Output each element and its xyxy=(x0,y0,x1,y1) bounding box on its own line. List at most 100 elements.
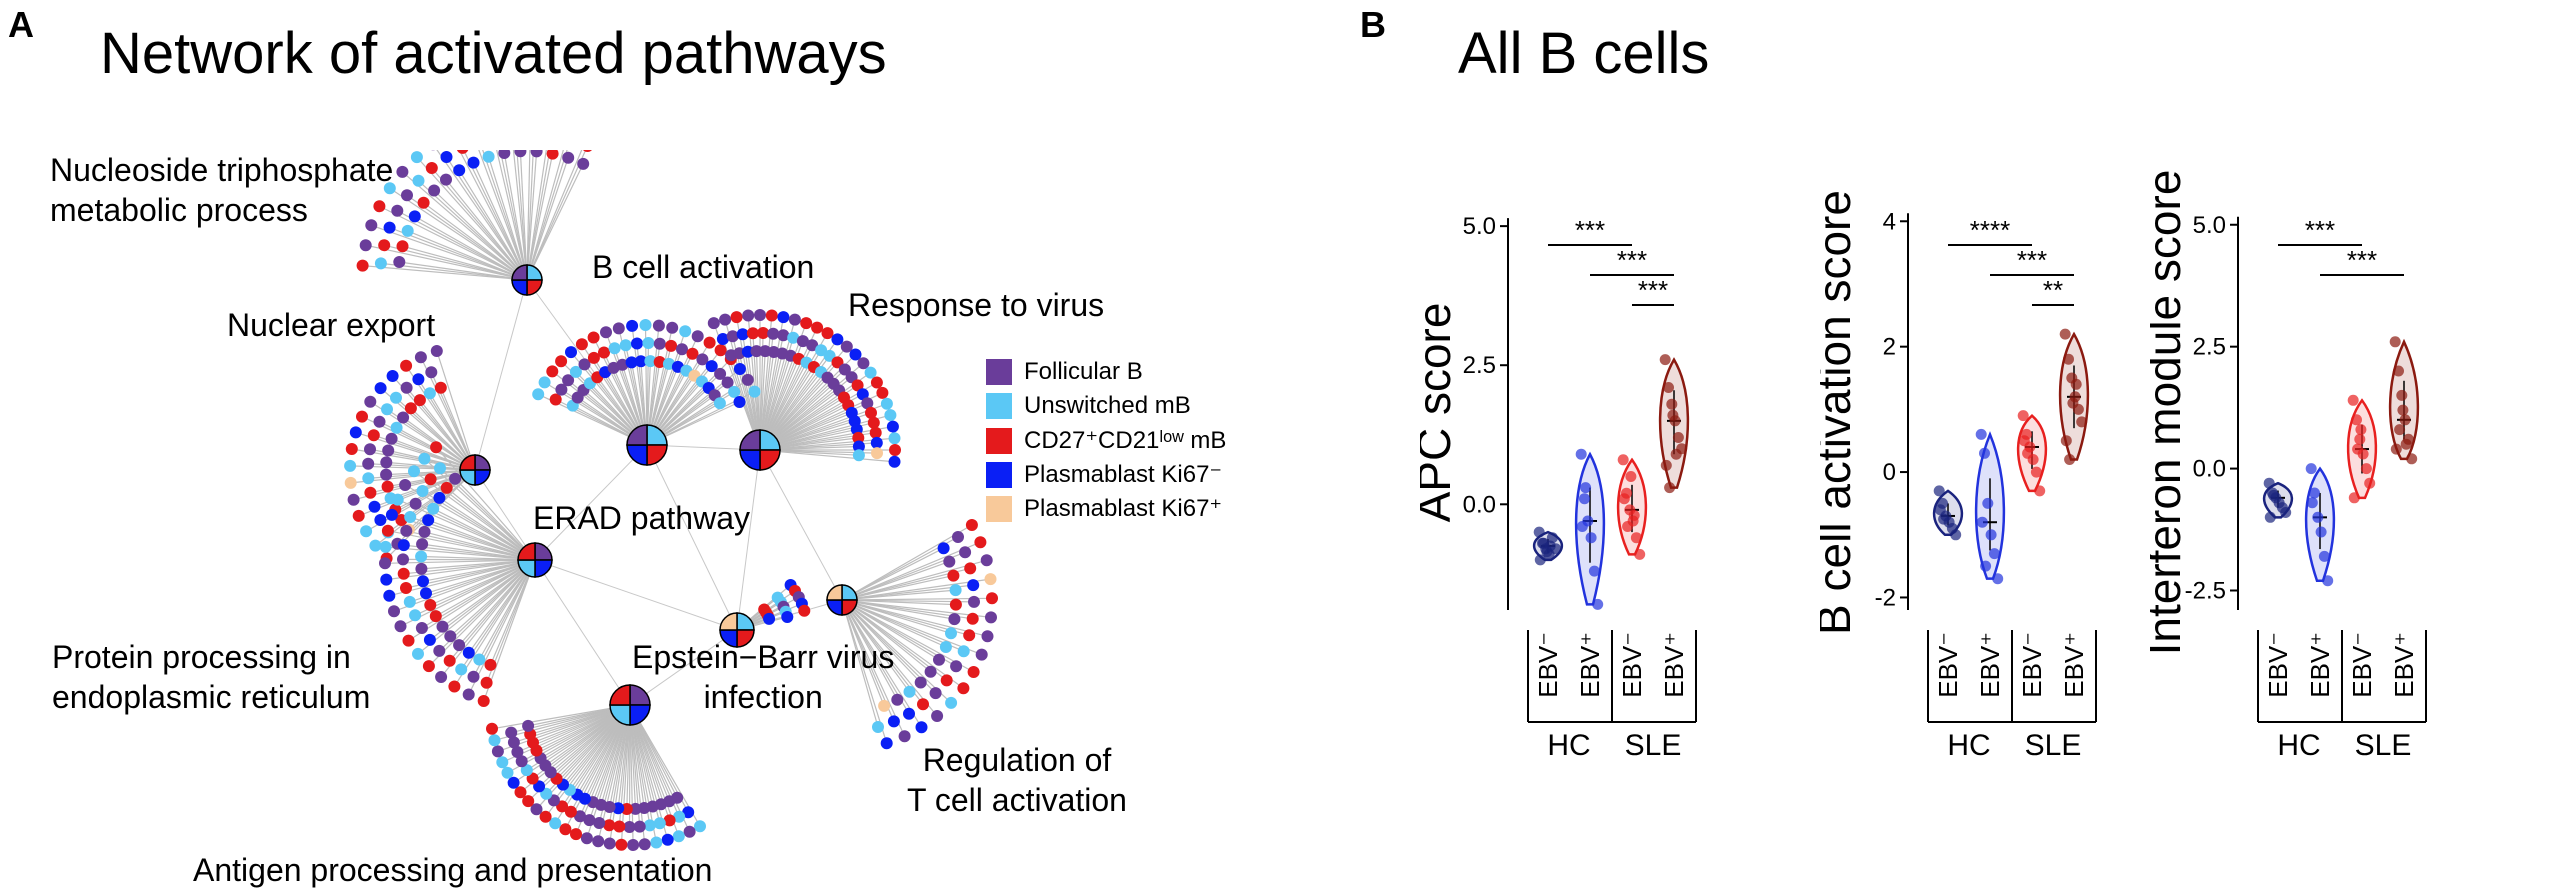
gene-node xyxy=(965,519,978,531)
network-edge xyxy=(841,589,956,601)
significance-label: *** xyxy=(2017,245,2047,275)
y-tick-label: 4 xyxy=(1883,208,1896,235)
gene-node xyxy=(403,595,416,608)
data-point xyxy=(1975,428,1987,440)
network-edge xyxy=(435,559,536,617)
network-edge xyxy=(841,599,952,634)
cohort-label: SLE xyxy=(2355,729,2412,762)
x-group-label: EBV⁻ xyxy=(2017,632,2047,698)
data-point xyxy=(2264,511,2276,523)
gene-node xyxy=(412,174,425,187)
cohort-label: SLE xyxy=(2025,729,2082,762)
gene-node xyxy=(409,497,422,510)
legend-item-unswitched-mb: Unswitched mB xyxy=(986,392,1191,420)
gene-node xyxy=(643,819,656,832)
gene-node xyxy=(345,443,358,455)
gene-node xyxy=(391,493,404,506)
gene-node xyxy=(691,330,704,343)
network-edge xyxy=(841,599,898,700)
network-edge xyxy=(432,508,536,561)
gene-node xyxy=(943,555,956,568)
network-edge xyxy=(841,524,973,601)
gene-node xyxy=(352,509,365,522)
network-edge xyxy=(841,547,944,601)
gene-node xyxy=(638,802,651,814)
gene-node xyxy=(425,366,438,379)
hub-link xyxy=(534,444,648,561)
network-edge xyxy=(393,559,536,612)
gene-node xyxy=(949,598,962,611)
gene-node xyxy=(368,500,381,513)
network-edge xyxy=(478,150,528,281)
gene-node xyxy=(665,339,678,352)
hub-wedge xyxy=(526,264,543,281)
gene-node xyxy=(939,641,952,653)
gene-node xyxy=(603,837,616,850)
data-point xyxy=(1988,548,2000,560)
hub-wedge xyxy=(841,584,858,601)
gene-node xyxy=(898,730,911,743)
network-edge xyxy=(389,227,528,281)
data-point xyxy=(1628,509,1640,521)
network-edge xyxy=(841,599,885,707)
data-point xyxy=(1592,598,1604,610)
gene-node xyxy=(380,573,393,586)
gene-node xyxy=(555,355,568,368)
gene-node xyxy=(546,365,559,378)
violin-plot-bcell-activation: B cell activation score420-2EBV⁻EBV⁺EBV⁻… xyxy=(1820,190,2097,762)
hub-wedge xyxy=(646,444,668,466)
gene-node xyxy=(444,630,457,643)
gene-node xyxy=(530,150,543,158)
gene-node xyxy=(870,376,883,389)
network-edge xyxy=(371,224,528,281)
gene-node xyxy=(653,817,666,830)
gene-node xyxy=(415,562,428,575)
network-edge xyxy=(526,150,564,281)
data-point xyxy=(1950,529,1962,541)
data-point xyxy=(1625,471,1637,482)
gene-node xyxy=(686,347,699,360)
network-edge xyxy=(575,704,631,835)
gene-node xyxy=(788,313,801,326)
gene-node xyxy=(511,746,524,758)
gene-node xyxy=(505,726,518,739)
network-edge xyxy=(423,202,528,281)
gene-node xyxy=(741,345,754,358)
hub-link xyxy=(474,469,536,561)
gene-node xyxy=(650,836,663,849)
gene-node xyxy=(937,542,950,555)
gene-node xyxy=(498,150,511,159)
gene-node xyxy=(418,525,431,538)
gene-node xyxy=(733,396,746,408)
gene-node xyxy=(394,620,407,633)
gene-node xyxy=(593,817,606,829)
network-edge xyxy=(841,599,988,637)
gene-node xyxy=(849,348,862,361)
gene-node xyxy=(424,473,437,486)
data-point xyxy=(2389,336,2401,348)
data-point xyxy=(2076,416,2088,428)
pathway-network xyxy=(344,150,998,851)
network-edge xyxy=(759,449,895,463)
network-edge xyxy=(406,194,528,281)
gene-node xyxy=(390,391,402,404)
gene-node xyxy=(903,685,916,698)
gene-node xyxy=(410,151,423,164)
gene-node xyxy=(889,444,901,456)
gene-node xyxy=(562,374,575,387)
y-tick-label: 0.0 xyxy=(1463,491,1496,518)
data-point xyxy=(1618,493,1630,505)
data-point xyxy=(1617,454,1629,466)
gene-node xyxy=(549,393,562,406)
gene-node xyxy=(940,674,953,687)
gene-node xyxy=(806,339,819,352)
network-edge xyxy=(391,514,536,561)
pathway-hub-bcell xyxy=(626,424,668,466)
network-edge xyxy=(609,704,631,844)
gene-node xyxy=(811,321,824,334)
data-point xyxy=(1666,398,1678,410)
gene-node xyxy=(462,688,475,701)
gene-node xyxy=(381,403,393,416)
gene-node xyxy=(522,795,535,808)
gene-node xyxy=(415,622,428,634)
